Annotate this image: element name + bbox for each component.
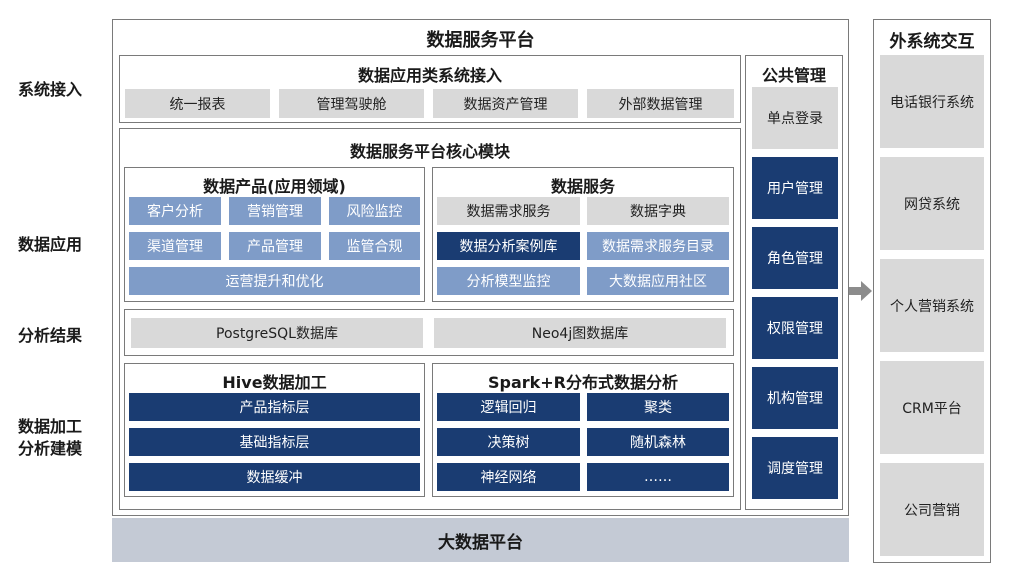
public-mgmt-title: 公共管理 (761, 66, 826, 85)
ext-phone-banking: 电话银行系统 (880, 55, 984, 148)
big-data-platform-bar: 大数据平台 (112, 518, 849, 562)
access-item-cockpit: 管理驾驶舱 (279, 89, 424, 118)
hive-base-index: 基础指标层 (129, 428, 420, 456)
access-item-external-data: 外部数据管理 (587, 89, 734, 118)
neo4j-db: Neo4j图数据库 (434, 318, 726, 348)
spark-title: Spark+R分布式数据分析 (487, 373, 679, 392)
label-system-access: 系统接入 (18, 80, 83, 99)
platform-title: 数据服务平台 (426, 30, 535, 51)
mgmt-sso: 单点登录 (752, 87, 838, 149)
hive-product-index: 产品指标层 (129, 393, 420, 421)
mgmt-role: 角色管理 (752, 227, 838, 289)
product-operations: 运营提升和优化 (129, 267, 420, 295)
core-module-title: 数据服务平台核心模块 (349, 142, 510, 161)
service-model-monitor: 分析模型监控 (437, 267, 580, 295)
service-dictionary: 数据字典 (587, 197, 729, 225)
service-demand: 数据需求服务 (437, 197, 580, 225)
arrow-right-icon (849, 281, 872, 301)
spark-clustering: 聚类 (587, 393, 729, 421)
postgresql-db: PostgreSQL数据库 (131, 318, 423, 348)
label-data-application: 数据应用 (18, 235, 83, 254)
product-compliance: 监管合规 (329, 232, 420, 260)
spark-more: …… (587, 463, 729, 491)
spark-neural-network: 神经网络 (437, 463, 580, 491)
spark-logistic-regression: 逻辑回归 (437, 393, 580, 421)
product-product-mgmt: 产品管理 (229, 232, 321, 260)
access-item-asset-mgmt: 数据资产管理 (433, 89, 578, 118)
mgmt-org: 机构管理 (752, 367, 838, 429)
mgmt-schedule: 调度管理 (752, 437, 838, 499)
ext-corporate-marketing: 公司营销 (880, 463, 984, 556)
ext-online-loan: 网贷系统 (880, 157, 984, 250)
data-services-title: 数据服务 (550, 177, 615, 196)
mgmt-permission: 权限管理 (752, 297, 838, 359)
service-catalog: 数据需求服务目录 (587, 232, 729, 260)
label-analysis-results: 分析结果 (18, 326, 83, 345)
data-products-title: 数据产品(应用领域) (203, 177, 346, 196)
mgmt-user: 用户管理 (752, 157, 838, 219)
service-community: 大数据应用社区 (587, 267, 729, 295)
product-marketing-mgmt: 营销管理 (229, 197, 321, 225)
service-case-library: 数据分析案例库 (437, 232, 580, 260)
label-processing-line2: 分析建模 (18, 439, 83, 458)
ext-personal-marketing: 个人营销系统 (880, 259, 984, 352)
external-systems-title: 外系统交互 (889, 32, 975, 52)
product-customer-analysis: 客户分析 (129, 197, 221, 225)
hive-title: Hive数据加工 (222, 373, 327, 392)
access-block-title: 数据应用类系统接入 (357, 66, 502, 85)
spark-decision-tree: 决策树 (437, 428, 580, 456)
spark-random-forest: 随机森林 (587, 428, 729, 456)
product-channel-mgmt: 渠道管理 (129, 232, 221, 260)
hive-buffer: 数据缓冲 (129, 463, 420, 491)
ext-crm: CRM平台 (880, 361, 984, 454)
product-risk-monitor: 风险监控 (329, 197, 420, 225)
label-processing-line1: 数据加工 (18, 417, 83, 436)
access-item-reports: 统一报表 (125, 89, 270, 118)
